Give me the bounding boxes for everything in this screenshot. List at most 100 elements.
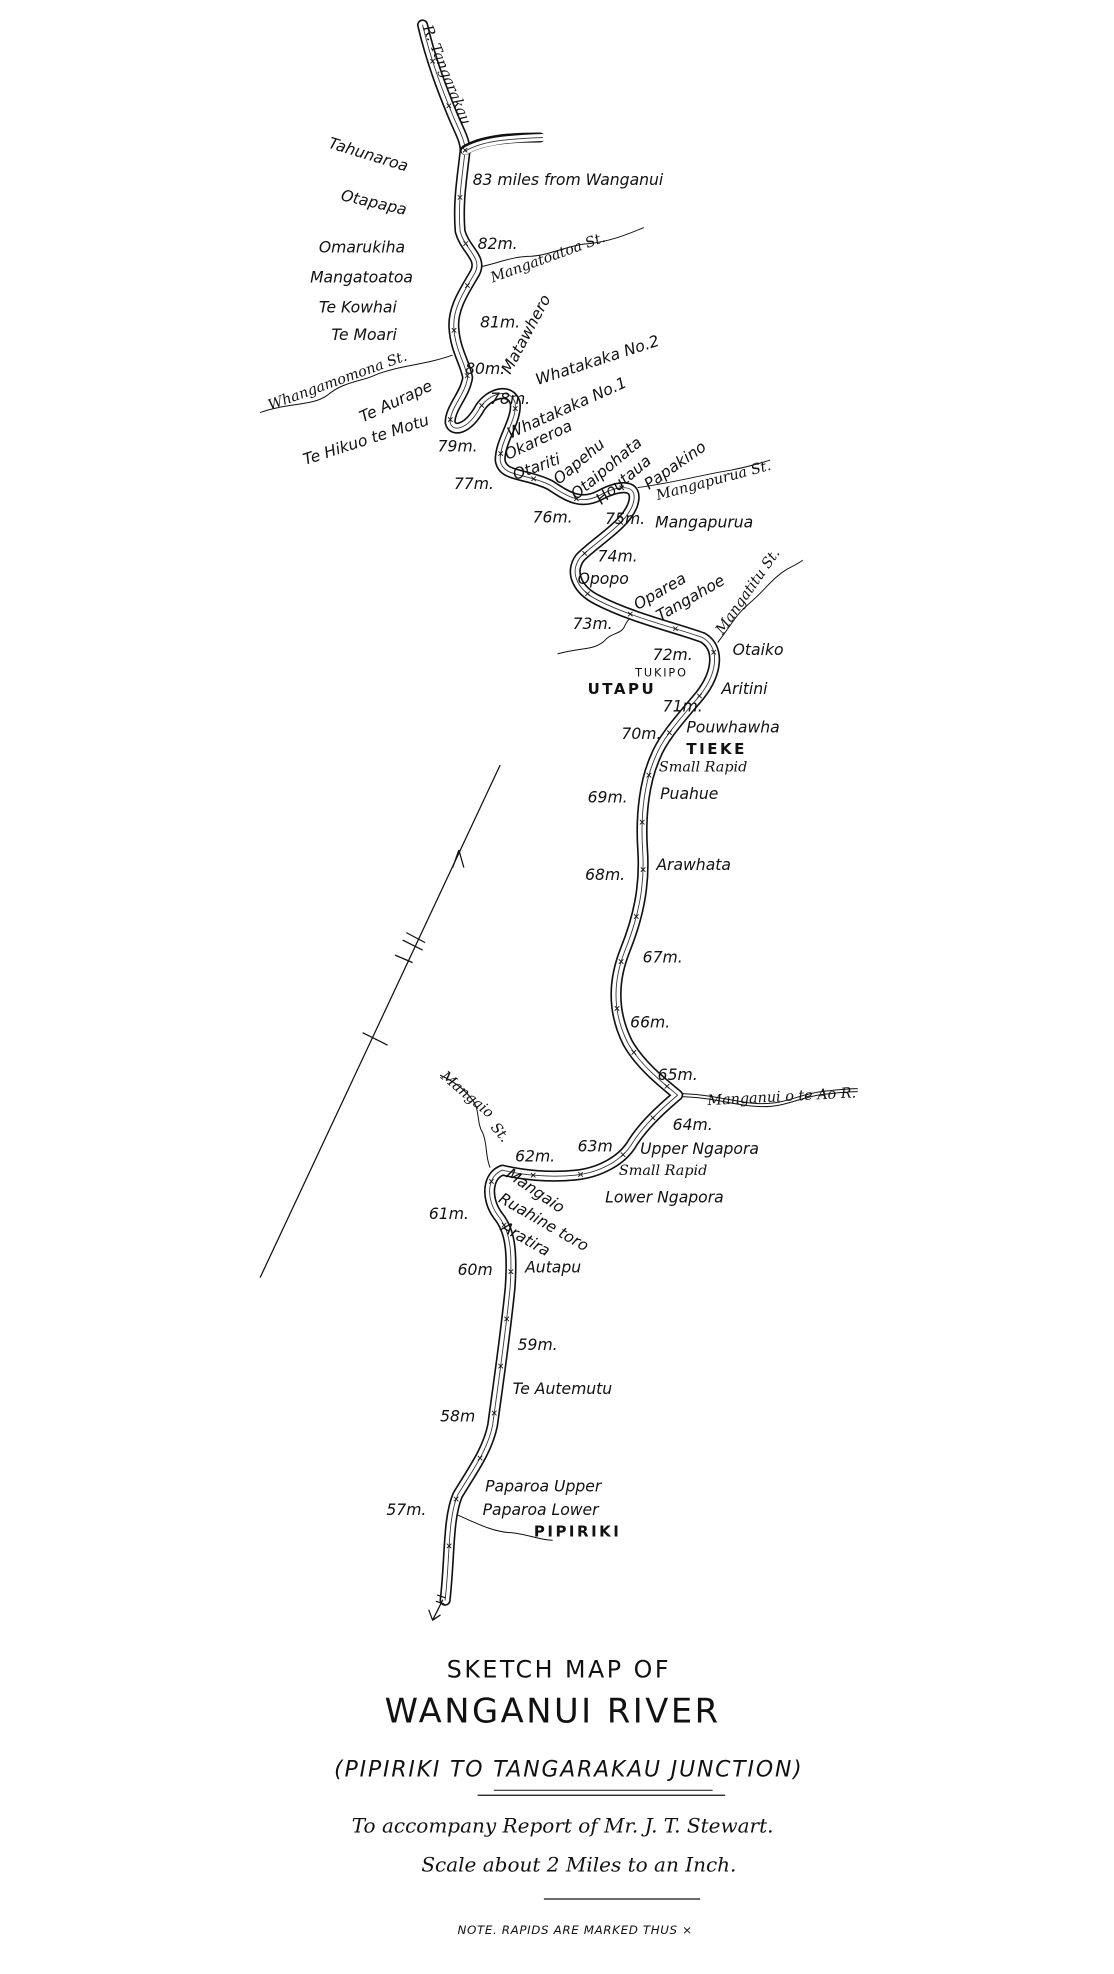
- rapid-mark-icon: [618, 959, 624, 964]
- rapids-note: NOTE. RAPIDS ARE MARKED THUS ×: [458, 1923, 693, 1937]
- title-line-2: WANGANUI RIVER: [385, 1692, 721, 1731]
- place-label: Te Autemutu: [513, 1380, 613, 1398]
- mile-marker: 67m.: [643, 949, 683, 967]
- mangatitu-stream: [717, 559, 804, 643]
- place-label: Lower Ngapora: [605, 1189, 724, 1207]
- rapid-mark-icon: [464, 373, 470, 379]
- river-outline: [416, 19, 721, 1606]
- mile-marker: 65m.: [658, 1066, 698, 1084]
- mile-marker: 58m: [440, 1407, 475, 1425]
- mile-marker: 69m.: [588, 789, 628, 807]
- place-label: Pouwhawha: [686, 719, 779, 737]
- report-note: To accompany Report of Mr. J. T. Stewart…: [352, 1814, 774, 1838]
- rapid-mark-icon: [453, 1496, 459, 1502]
- whangamomona-stream: [259, 354, 453, 414]
- rapid-mark-icon: [465, 283, 470, 289]
- place-label: Upper Ngapora: [640, 1140, 759, 1158]
- place-label: Mangatoatoa: [310, 269, 413, 287]
- mile-marker: 57m.: [386, 1501, 426, 1519]
- rapid-mark-icon: [512, 406, 518, 411]
- place-label: Paparoa Lower: [483, 1501, 601, 1519]
- rapid-label: Small Rapid: [659, 759, 747, 775]
- place-label: Autapu: [524, 1259, 581, 1277]
- mile-marker: 59m.: [518, 1336, 558, 1354]
- settlement-label: TIEKE: [686, 740, 746, 758]
- meridian-line: [259, 764, 501, 1278]
- mile-marker: 81m.: [480, 314, 520, 332]
- place-label: Aritini: [720, 680, 768, 698]
- mile-marker: 78m.: [490, 390, 530, 408]
- stream-label: Mangatitu St.: [712, 546, 783, 638]
- mile-marker: 76m.: [533, 509, 573, 527]
- stream-label: Mangaio: [437, 1068, 497, 1122]
- rapid-mark-icon: [639, 819, 645, 825]
- place-label: Tahunaroa: [326, 134, 410, 175]
- rapid-mark-icon: [479, 402, 485, 408]
- rapid-mark-icon: [491, 1410, 497, 1416]
- flow-arrow-icon: [428, 1594, 446, 1621]
- mile-marker: 70m.: [621, 725, 661, 743]
- stream-label: Manganui o te Ao R.: [706, 1085, 857, 1109]
- place-label: Whatakaka No.2: [533, 332, 661, 389]
- place-label: Arawhata: [655, 856, 731, 874]
- rapid-mark-icon: [666, 730, 672, 736]
- arrowhead-icon: [452, 849, 465, 868]
- settlement-label: UTAPU: [588, 680, 657, 698]
- rapid-mark-icon: [650, 1115, 656, 1121]
- rapid-mark-icon: [477, 1455, 483, 1461]
- rapid-mark-icon: [619, 485, 625, 491]
- rapid-mark-icon: [498, 451, 504, 457]
- place-label: Opopo: [578, 570, 629, 588]
- place-label: Te Moari: [331, 326, 397, 344]
- place-label: Matawhero: [498, 292, 555, 377]
- rapid-mark-icon: [531, 476, 537, 482]
- meridian-tick: [362, 1032, 388, 1046]
- place-label: Otaiko: [733, 641, 784, 659]
- mile-marker: 75m.: [605, 510, 645, 528]
- stream-label: St.: [487, 1120, 512, 1146]
- rapid-mark-icon: [578, 1172, 584, 1177]
- mile-marker: 61m.: [429, 1205, 469, 1223]
- mile-marker: 66m.: [630, 1014, 670, 1032]
- streams: [259, 227, 858, 1541]
- place-label: Paparoa Upper: [485, 1477, 603, 1495]
- rapid-mark-icon: [508, 1269, 514, 1275]
- scale-note: Scale about 2 Miles to an Inch.: [421, 1852, 736, 1876]
- mile-marker: 64m.: [673, 1116, 713, 1134]
- rapid-mark-icon: [501, 1222, 507, 1228]
- rapid-mark-icon: [430, 58, 436, 64]
- rapid-mark-icon: [446, 103, 452, 109]
- mangaio-stream: [439, 1074, 491, 1168]
- place-label: Otapapa: [339, 186, 408, 219]
- rapid-mark-icon: [447, 417, 453, 422]
- mile-marker: 72m.: [653, 646, 693, 664]
- rapid-mark-icon: [582, 550, 588, 556]
- rapid-mark-icon: [633, 914, 639, 919]
- rapid-mark-icon: [620, 1152, 626, 1158]
- rapid-mark-icon: [627, 611, 633, 617]
- rapid-mark-icon: [614, 1006, 620, 1011]
- rapid-mark-icon: [530, 1172, 536, 1178]
- rapid-mark-icon: [618, 520, 624, 525]
- rapid-mark-icon: [697, 693, 702, 699]
- mile-marker: 63m: [578, 1137, 613, 1155]
- rapid-mark-icon: [504, 1316, 510, 1322]
- mile-marker: 71m.: [663, 697, 703, 715]
- mile-marker: 73m.: [573, 615, 613, 633]
- title-line-1: SKETCH MAP OF: [447, 1656, 671, 1684]
- rapid-mark-icon: [451, 327, 457, 333]
- rapid-mark-icon: [711, 649, 717, 655]
- settlement-label: TUKIPO: [634, 666, 688, 679]
- mile-marker: 79m.: [438, 437, 478, 455]
- river-flow-line: [422, 24, 716, 1601]
- mile-marker: 60m: [458, 1261, 493, 1279]
- river-water: [418, 21, 719, 1605]
- rapid-mark-icon: [631, 1049, 637, 1055]
- east-branch-flow: [464, 137, 544, 152]
- mile-marker: 62m.: [515, 1147, 555, 1165]
- rapid-mark-icon: [646, 772, 652, 778]
- title-subtitle: (PIPIRIKI TO TANGARAKAU JUNCTION): [334, 1757, 803, 1782]
- place-label: Te Kowhai: [319, 299, 398, 317]
- rapid-mark-icon: [672, 626, 678, 632]
